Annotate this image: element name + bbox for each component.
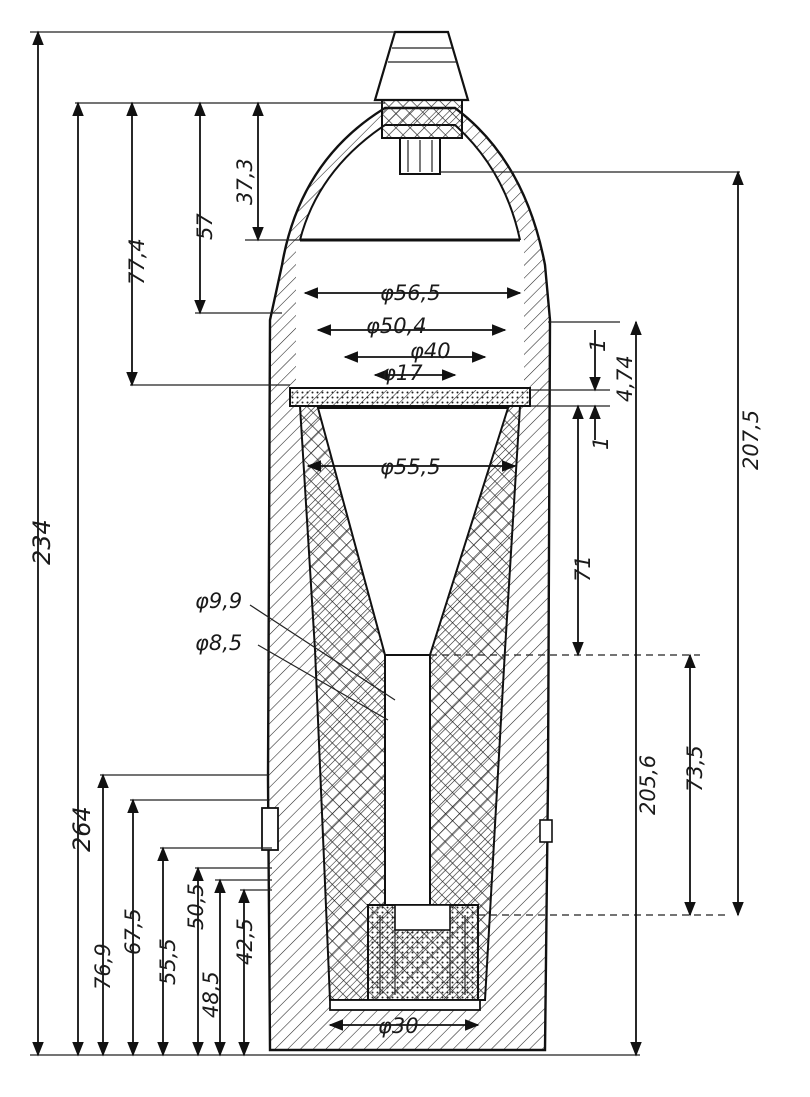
dim-cone-length: 71 [571,555,595,582]
dim-overall-length: 234 [28,519,56,565]
dim-wall-1: 1 [586,339,610,352]
dim-diameter-8-5: φ8,5 [195,631,242,655]
fuze-cap [373,30,470,102]
nose-fuze [373,30,470,175]
upper-chamber [296,240,524,390]
dim-diameter-56-5: φ56,5 [380,281,441,305]
dim-diameter-55-5: φ55,5 [380,455,441,479]
dim-right-lower: 205,6 [636,755,660,815]
dim-wall-3: 1 [589,437,613,450]
diameter-dimension-lines [249,287,522,1031]
dim-diameter-30: φ30 [378,1014,419,1038]
dim-diameter-40: φ40 [410,339,451,363]
dim-diameter-9-9: φ9,9 [195,589,242,613]
dim-tube-length: 73,5 [683,745,707,792]
dim-diameter-50-4: φ50,4 [366,314,427,338]
dim-body-length: 264 [68,806,96,852]
diaphragm [289,387,531,407]
dim-ogive-length: 77,4 [125,238,149,285]
dim-diameter-17: φ17 [382,361,423,385]
base-plate [329,999,481,1011]
dim-base-step-3: 55,5 [156,938,180,985]
dim-right-upper: 207,5 [739,410,763,470]
right-dimension-lines [572,170,744,1057]
rotating-band [261,807,279,851]
dim-head-cavity-depth: 57 [193,213,217,240]
dim-base-step-2: 67,5 [121,908,145,955]
dim-wall-2: 4,74 [613,355,637,402]
central-tube [384,654,431,906]
dim-base-step-5: 48,5 [199,971,223,1018]
dim-base-step-6: 42,5 [233,918,257,965]
dimension-labels: 234 264 77,4 57 37,3 76,9 67,5 55,5 50,5… [28,158,763,1038]
left-dimension-lines [32,30,264,1057]
projectile-body [261,106,553,1052]
dim-base-step-1: 76,9 [91,943,115,990]
fuze-body [381,99,463,139]
dim-fuze-seat-depth: 37,3 [233,158,257,205]
dim-base-step-4: 50,5 [184,883,208,930]
